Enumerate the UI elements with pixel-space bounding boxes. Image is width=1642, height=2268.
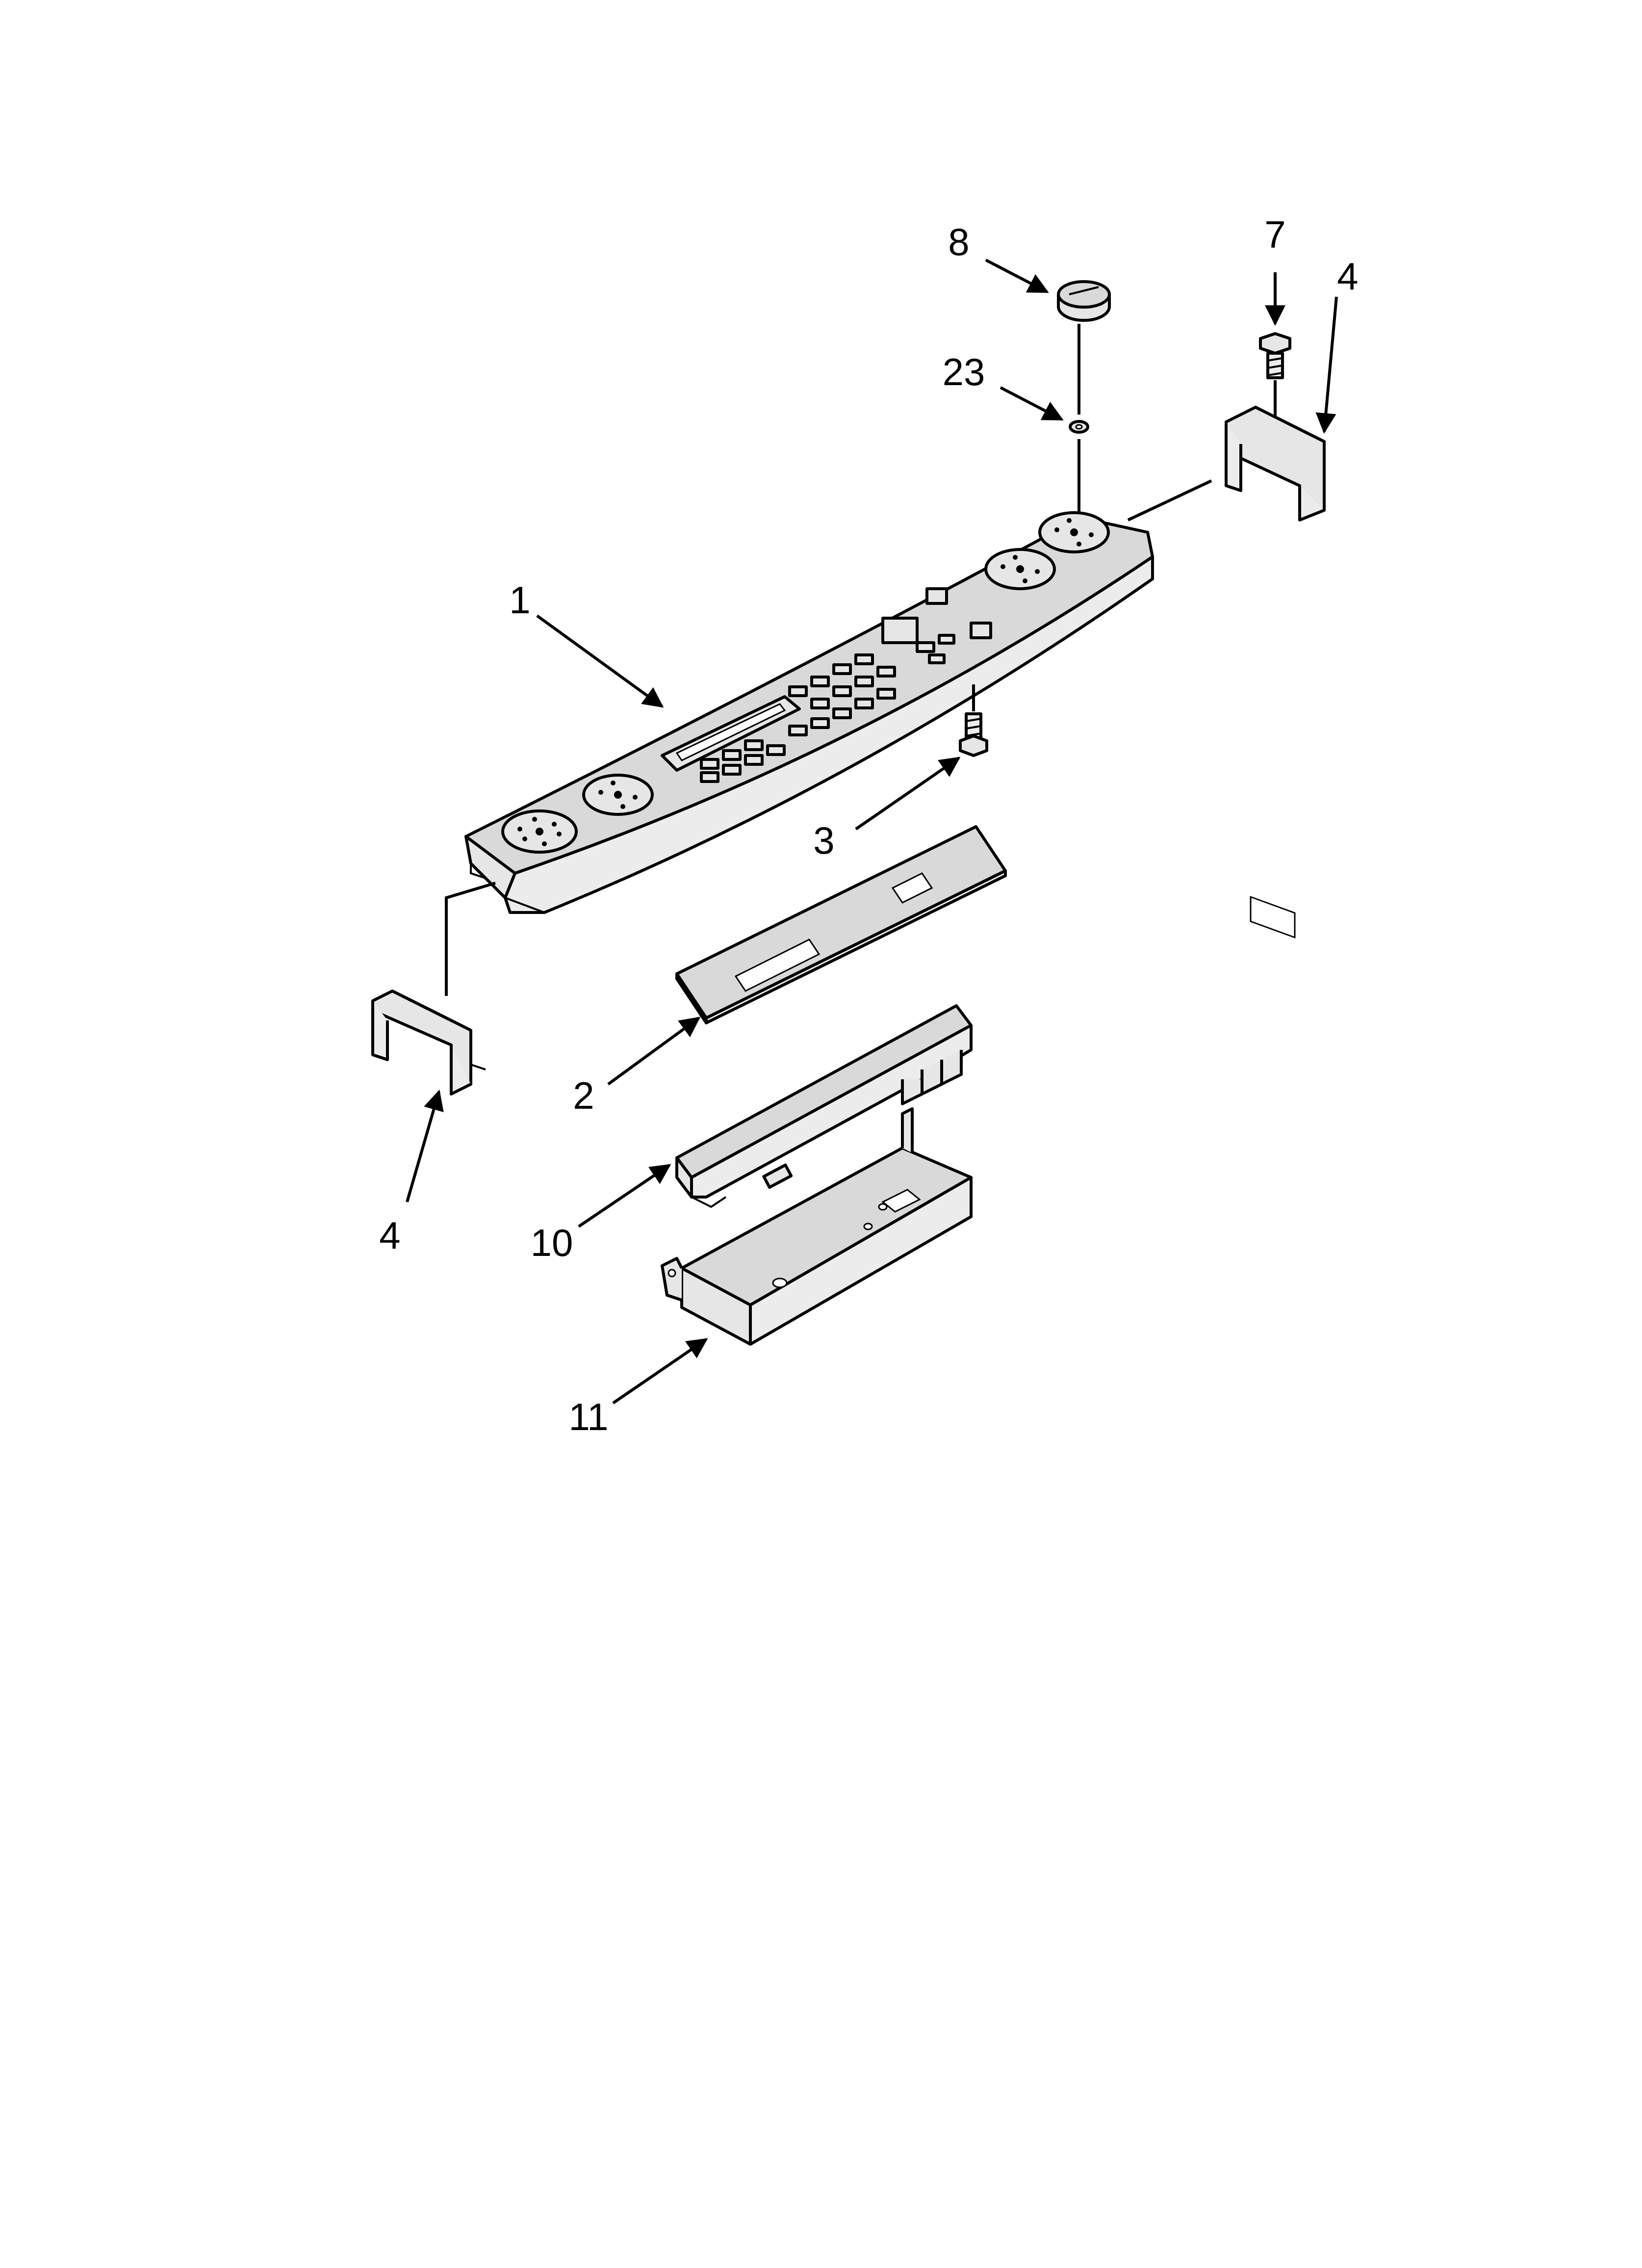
- callout-label-4-right: 4: [1337, 255, 1358, 298]
- overlay-part-2: [675, 825, 1007, 1024]
- callout-label-8: 8: [948, 220, 969, 263]
- screw-part-7: [1259, 332, 1291, 379]
- feature-square-small-2: [970, 622, 992, 639]
- end-cap-part-4-left: [371, 990, 486, 1095]
- leader-line-panel-to-right-cap: [1127, 479, 1212, 521]
- arrow-4-left: [406, 1089, 444, 1202]
- callout-label-4-left: 4: [379, 1214, 400, 1257]
- arrow-23: [1000, 386, 1064, 421]
- callout-label-7: 7: [1264, 213, 1285, 256]
- callout-label-3: 3: [813, 819, 834, 862]
- arrow-11: [612, 1338, 708, 1405]
- callout-label-10: 10: [531, 1221, 573, 1264]
- arrow-4-right: [1315, 296, 1338, 434]
- arrow-8: [985, 259, 1049, 293]
- control-panel-part-1: [464, 511, 1154, 914]
- dial-plate-right-2: [1038, 511, 1110, 553]
- control-board-part-10: [675, 1004, 973, 1208]
- callout-arrows: [406, 259, 1338, 1405]
- dial-plate-right-1: [984, 548, 1056, 590]
- screw-part-3: [959, 684, 988, 757]
- callout-label-11: 11: [569, 1395, 609, 1438]
- mounting-bracket-part-11: [661, 1107, 973, 1346]
- arrow-1: [536, 614, 664, 708]
- feature-square-small-1: [925, 587, 948, 605]
- dial-plate-left-2: [582, 774, 654, 816]
- arrow-10: [578, 1164, 671, 1228]
- washer-part-23: [1069, 420, 1089, 434]
- feature-square-large: [881, 617, 919, 644]
- callout-label-23: 23: [943, 350, 985, 393]
- knob-part-8: [1057, 280, 1111, 322]
- arrow-2: [607, 1017, 701, 1086]
- arrow-3: [855, 756, 961, 831]
- callout-label-2: 2: [573, 1074, 594, 1117]
- leader-line-panel-to-left-cap: [445, 882, 496, 996]
- end-cap-part-4-right: [1225, 406, 1326, 938]
- callout-label-1: 1: [509, 578, 530, 622]
- display-window: [661, 695, 801, 772]
- keypad-buttons: [700, 634, 955, 783]
- dial-plate-left-1: [501, 809, 578, 854]
